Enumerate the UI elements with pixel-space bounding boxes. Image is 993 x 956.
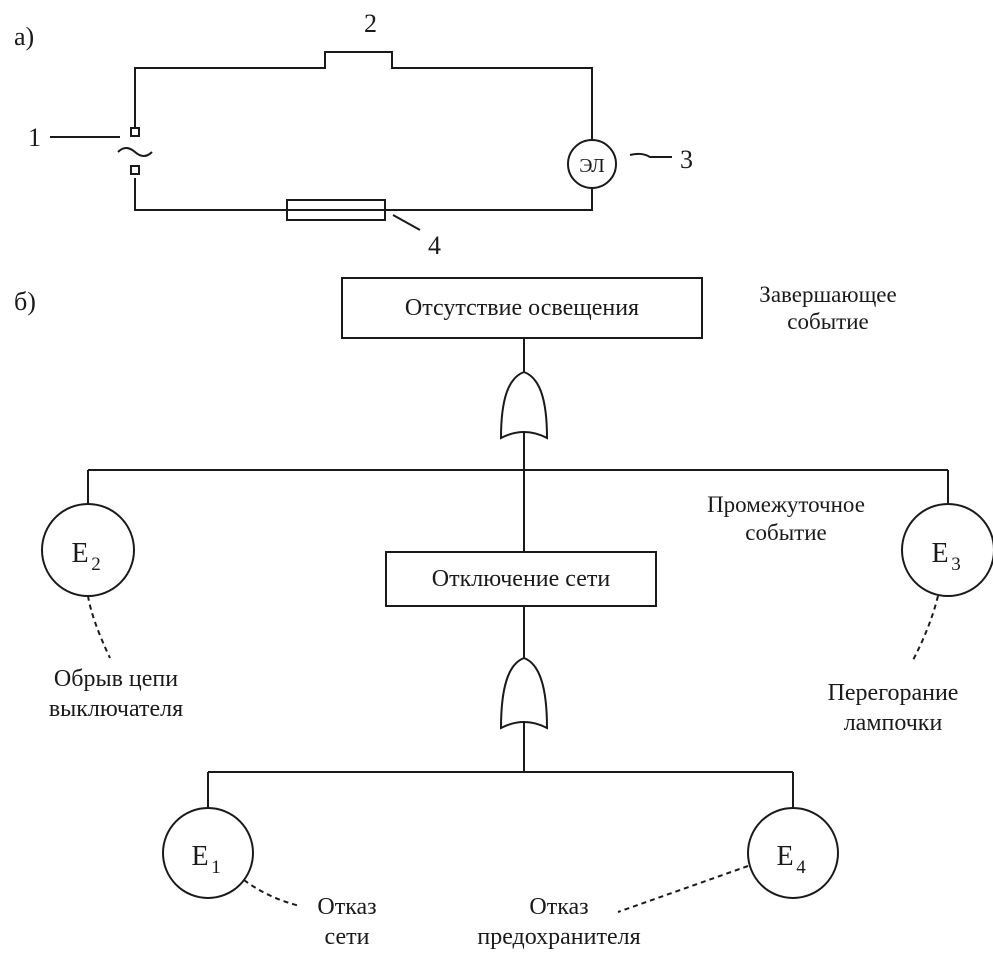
event-e3-subscript: 3 <box>951 554 961 575</box>
or-gate-icon <box>499 656 549 730</box>
event-e2-subscript: 2 <box>91 554 101 575</box>
e1-description-line2: сети <box>325 924 370 950</box>
e4-description-line2: предохранителя <box>477 924 640 950</box>
top-event-note-line1: Завершающее <box>759 282 896 307</box>
e3-description-line2: лампочки <box>844 710 943 736</box>
top-event-box <box>341 277 703 339</box>
e2-description-leader <box>87 595 111 659</box>
right-bottom-wire <box>385 188 593 211</box>
e1-description-leader <box>243 879 301 907</box>
intermediate-event-box <box>385 551 657 607</box>
callout-4-leader <box>392 214 421 231</box>
top-event-label: Отсутствие освещения <box>405 295 639 321</box>
event-e3-circle <box>901 503 993 597</box>
event-e1-letter: E <box>191 841 208 872</box>
lamp-symbol <box>567 139 617 189</box>
power-source-symbol <box>117 127 153 175</box>
top-wire <box>134 51 593 140</box>
event-e4-circle <box>747 807 839 899</box>
event-e3-letter: E <box>931 538 948 569</box>
callout-3-leader <box>629 152 672 158</box>
ac-wave-icon <box>117 147 153 157</box>
callout-1: 1 <box>28 123 41 152</box>
callout-2: 2 <box>364 9 377 38</box>
e2-description-line2: выключателя <box>49 696 183 722</box>
event-e2-letter: E <box>71 538 88 569</box>
top-event-note-line2: событие <box>787 309 868 334</box>
or-gate-icon <box>499 370 549 440</box>
left-bottom-wire <box>134 178 287 211</box>
lamp-label: ЭЛ <box>579 155 605 177</box>
event-e4-subscript: 4 <box>796 857 806 878</box>
event-e1-circle <box>162 807 254 899</box>
e4-description-line1: Отказ <box>529 894 588 920</box>
intermediate-note-line1: Промежуточное <box>707 492 865 517</box>
e2-description-line1: Обрыв цепи <box>54 666 178 692</box>
circuit-wires <box>134 51 593 211</box>
part-a-label: а) <box>14 22 34 51</box>
source-terminal-bottom <box>130 165 140 175</box>
part-b-label: б) <box>14 287 36 316</box>
e4-description-leader <box>617 865 749 913</box>
e1-description-line1: Отказ <box>317 894 376 920</box>
event-e4-letter: E <box>776 841 793 872</box>
source-terminal-top <box>130 127 140 137</box>
e3-description-line1: Перегорание <box>828 680 959 706</box>
event-e1-subscript: 1 <box>211 857 221 878</box>
callout-4: 4 <box>428 231 441 260</box>
callout-3: 3 <box>680 145 693 174</box>
intermediate-note-line2: событие <box>745 520 826 545</box>
intermediate-event-label: Отключение сети <box>432 566 611 592</box>
e3-description-leader <box>911 595 939 663</box>
